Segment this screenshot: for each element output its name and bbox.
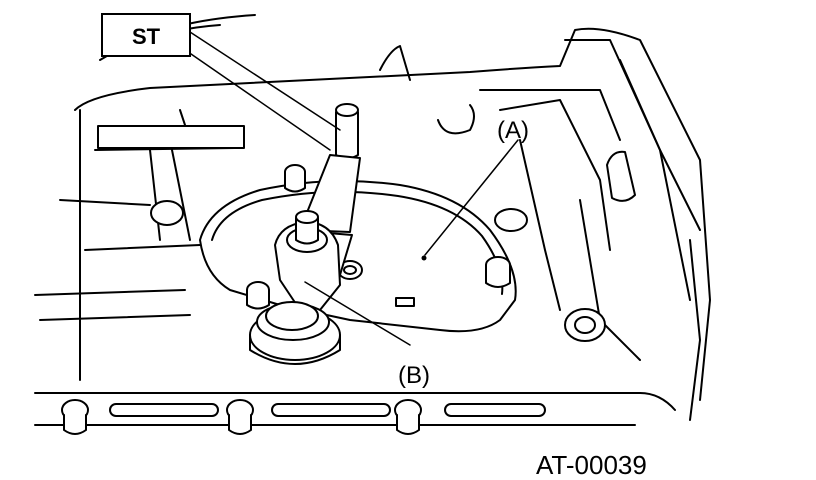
label-part-b: (B): [398, 362, 430, 389]
leader-a: [424, 139, 519, 256]
flange-bolts: [61, 399, 422, 435]
label-st-box: ST: [101, 13, 191, 57]
cover-bolts: [246, 164, 511, 310]
label-st: ST: [132, 24, 161, 49]
housing-bosses: [150, 150, 636, 342]
leader-lines: [177, 31, 519, 346]
leader-st-2: [177, 44, 331, 151]
oil-pan-flange: [34, 392, 676, 426]
lever-b: [249, 210, 341, 365]
leader-b: [304, 281, 411, 346]
label-part-a: (A): [497, 117, 529, 144]
figure-code: AT-00039: [536, 450, 647, 480]
leader-st-1: [189, 31, 341, 131]
cover-plate-a: [199, 180, 517, 333]
